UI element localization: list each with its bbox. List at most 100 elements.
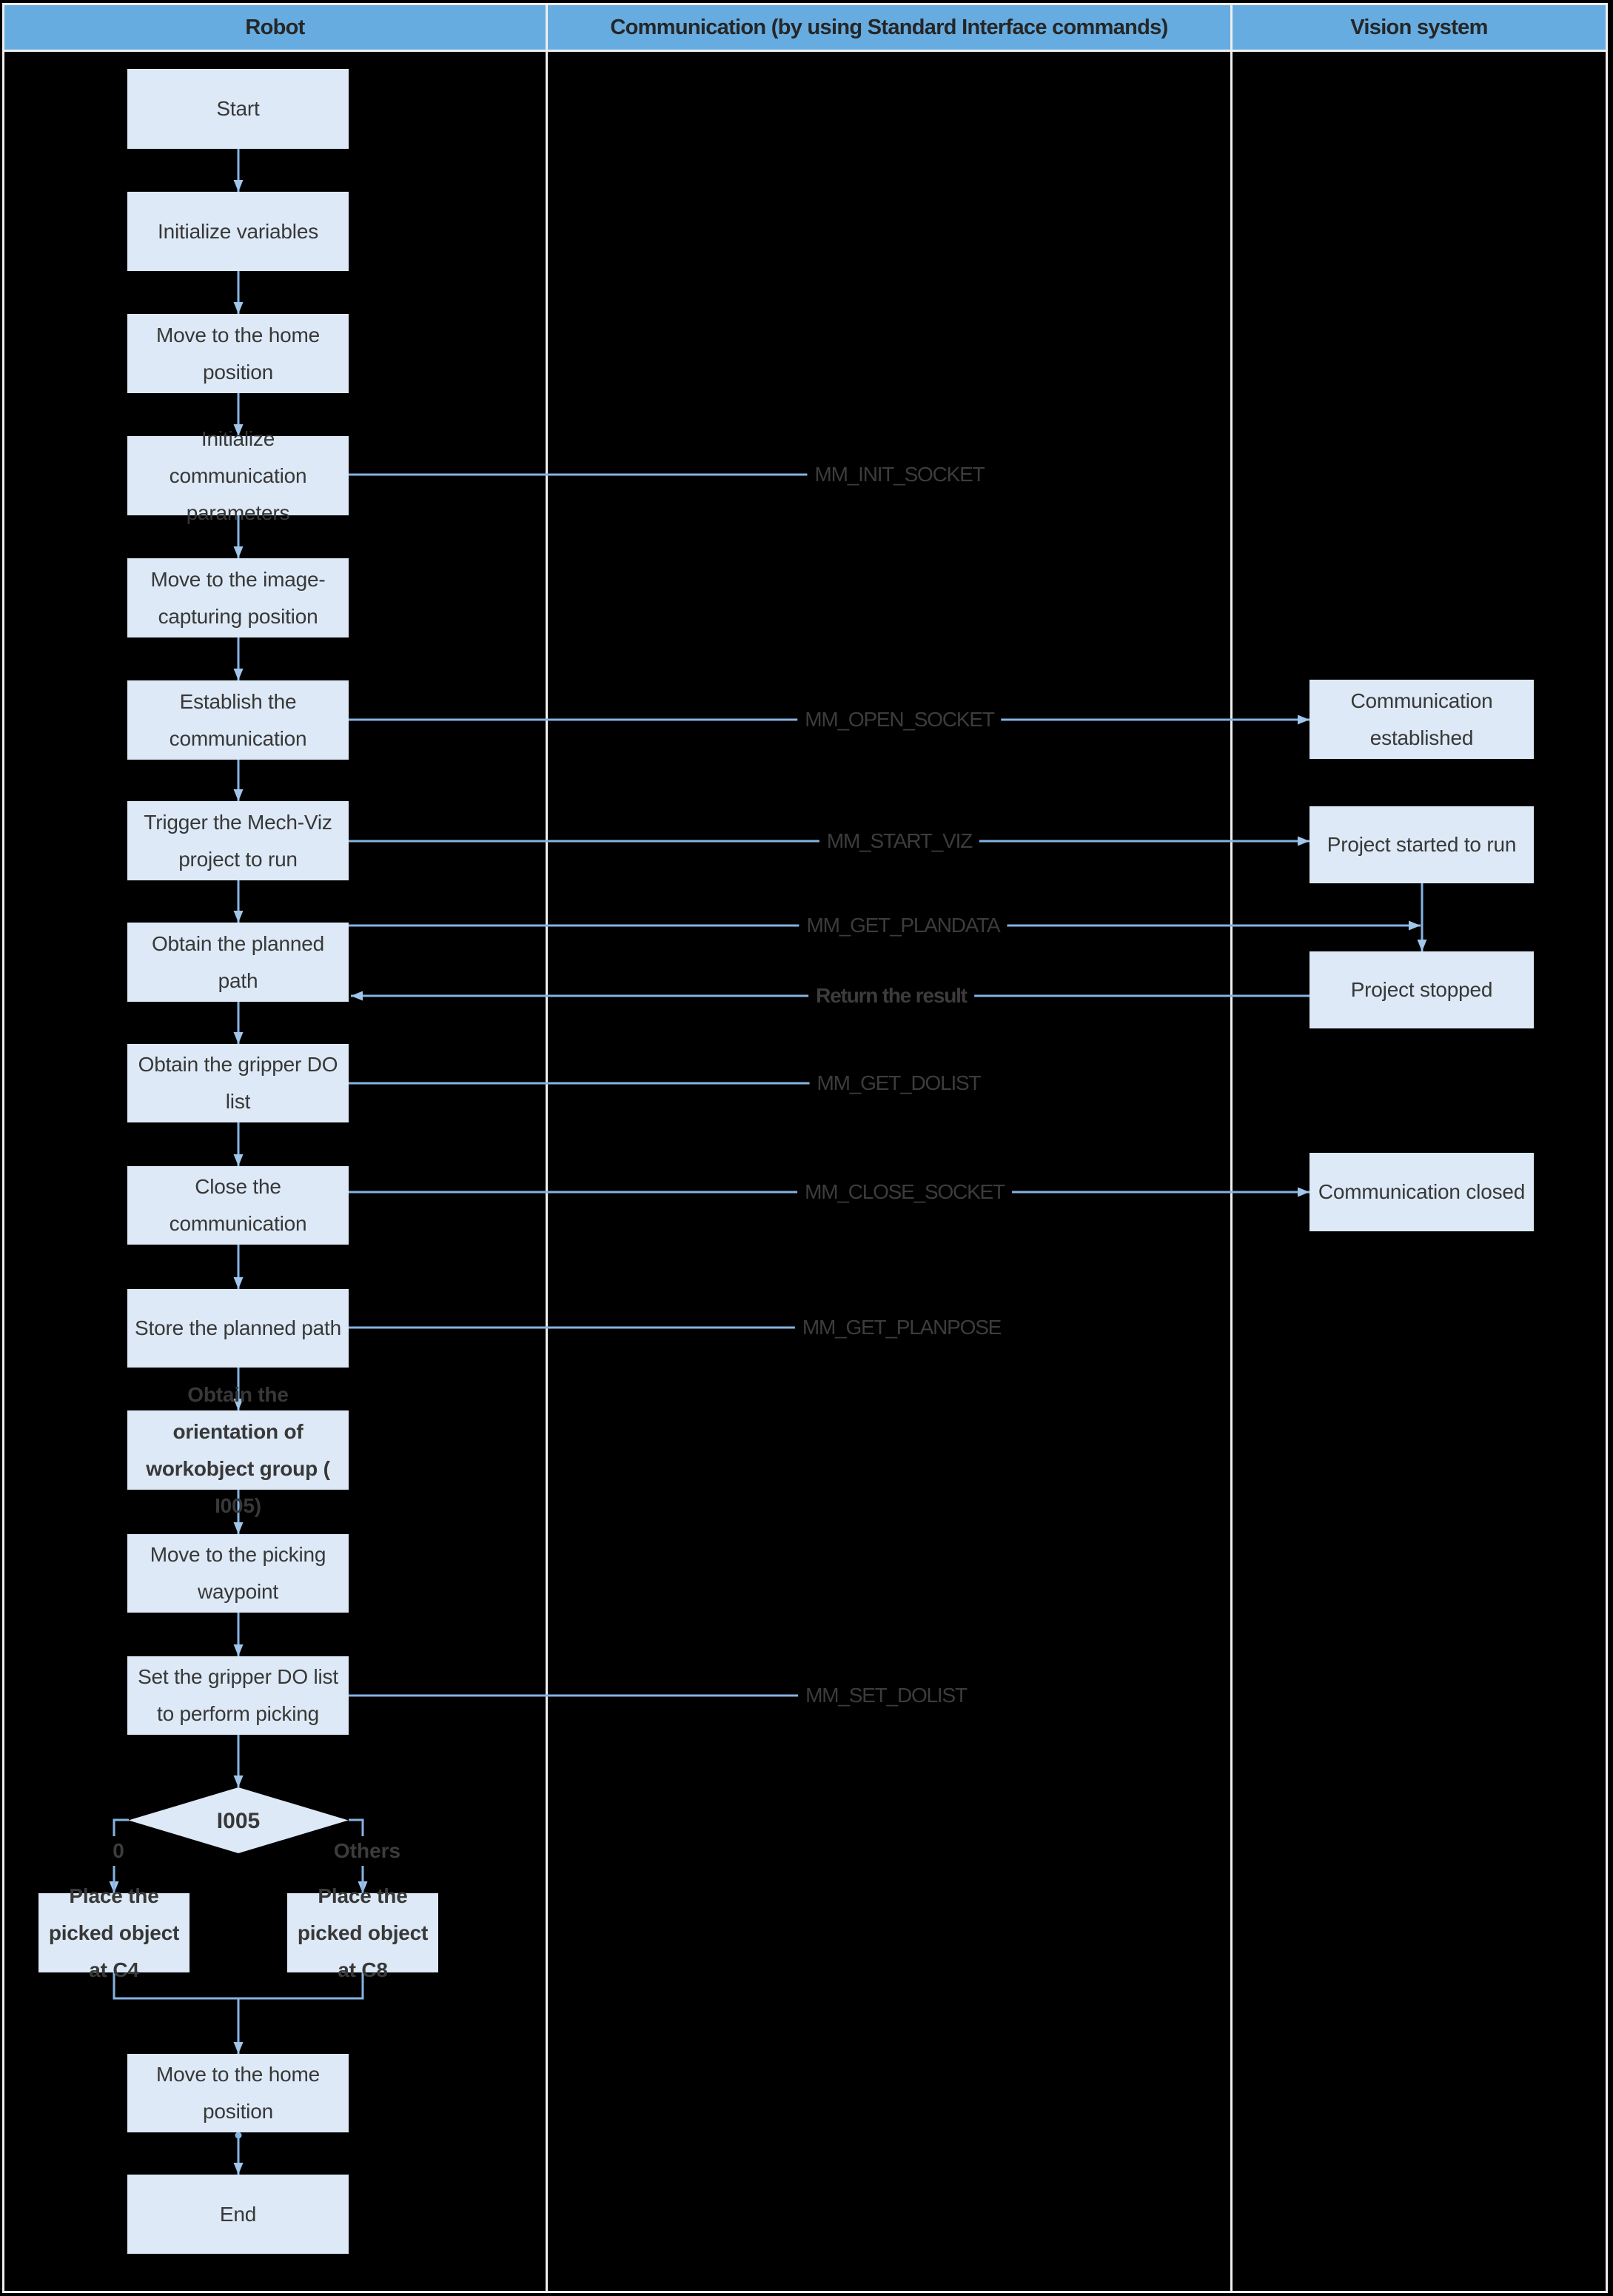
merge-flow-arrow-arrowhead-icon — [233, 2042, 244, 2054]
flow-arrow-arrowhead-icon — [233, 789, 244, 801]
connector-return-result-arrowhead-icon — [351, 991, 363, 1001]
node-store-path: Store the planned path — [127, 1289, 349, 1368]
node-move-picking: Move to the picking waypoint — [127, 1534, 349, 1613]
flow-arrow-arrowhead-icon — [233, 546, 244, 558]
node-comm-established-line: established — [1369, 726, 1474, 749]
node-place-c8-line: Place the — [318, 1884, 408, 1907]
node-obtain-orient-line: I005) — [215, 1493, 261, 1517]
node-move-home-1-line: position — [203, 360, 273, 384]
flow-arrow-arrowhead-icon — [233, 424, 244, 436]
node-close-comm-line: communication — [169, 1212, 307, 1235]
connector-mm-close-socket-arrowhead-icon — [1298, 1187, 1309, 1197]
node-comm-established-line: Communication — [1350, 689, 1493, 712]
node-trigger-viz-line: project to run — [178, 847, 298, 871]
node-set-dolist-line: to perform picking — [157, 1702, 319, 1725]
node-obtain-dolist: Obtain the gripper DO list — [127, 1044, 349, 1122]
column-header-vision: Vision system — [1350, 15, 1488, 39]
node-move-home-2: Move to the home position — [127, 2054, 349, 2132]
edge-label-mm-get-dolist: MM_GET_DOLIST — [809, 1068, 988, 1098]
node-obtain-orient-line: workobject group ( — [146, 1456, 330, 1480]
node-start-line: Start — [216, 97, 260, 120]
node-set-dolist-line: Set the gripper DO list — [138, 1665, 338, 1688]
node-place-c4: Place the picked object at C4 — [38, 1884, 190, 1981]
node-move-image-line: Move to the image- — [150, 567, 326, 591]
node-obtain-dolist-line: Obtain the gripper DO — [138, 1053, 338, 1076]
connector-mm-open-socket-arrowhead-icon — [1298, 714, 1309, 725]
node-establish-comm-line: communication — [169, 726, 307, 750]
flow-arrow-arrowhead-icon — [233, 1399, 244, 1410]
flow-arrow-arrowhead-icon — [233, 1775, 244, 1787]
node-place-c8: Place the picked object at C8 — [287, 1884, 438, 1981]
node-obtain-orient-line: Obtain the — [187, 1382, 289, 1406]
node-obtain-path: Obtain the planned path — [127, 923, 349, 1002]
node-init-variables: Initialize variables — [127, 192, 349, 271]
node-move-home-1: Move to the home position — [127, 314, 349, 393]
node-trigger-viz: Trigger the Mech-Viz project to run — [127, 801, 349, 880]
header-separator-line — [2, 50, 1606, 52]
node-close-comm-line: Close the — [195, 1175, 281, 1198]
header-band — [4, 5, 1606, 50]
node-store-path-line: Store the planned path — [135, 1316, 341, 1339]
node-move-picking-line: waypoint — [198, 1580, 278, 1603]
column-divider-robot-communication — [546, 3, 548, 2291]
column-header-communication: Communication (by using Standard Interfa… — [610, 15, 1168, 39]
node-close-comm: Close the communication — [127, 1166, 349, 1245]
branch-label-others: Others — [327, 1836, 407, 1866]
flow-arrow-arrowhead-icon — [233, 669, 244, 680]
node-init-comm-line: parameters — [186, 501, 290, 524]
node-start: Start — [127, 69, 349, 149]
node-place-c8-line: picked object — [297, 1921, 429, 1944]
node-end: End — [127, 2175, 349, 2254]
node-trigger-viz-line: Trigger the Mech-Viz — [144, 810, 332, 834]
node-project-started-line: Project started to run — [1327, 833, 1517, 856]
node-obtain-path-line: Obtain the planned — [151, 931, 325, 955]
node-move-home-2-line: position — [203, 2100, 273, 2123]
chart-frame — [2, 3, 1608, 2293]
flow-arrow-arrowhead-icon — [233, 180, 244, 192]
node-move-home-2-line: Move to the home — [156, 2063, 320, 2086]
node-decision-i005-label: I005 — [216, 1808, 261, 1833]
node-obtain-path-line: path — [218, 968, 258, 992]
node-project-started: Project started to run — [1309, 806, 1534, 883]
node-comm-established: Communication established — [1309, 680, 1534, 759]
node-obtain-dolist-line: list — [225, 1090, 251, 1113]
node-place-c4-line: Place the — [69, 1884, 159, 1907]
node-move-image-line: capturing position — [158, 604, 318, 628]
edge-label-mm-start-viz: MM_START_VIZ — [819, 826, 980, 856]
flow-arrow-arrowhead-icon — [233, 1032, 244, 1044]
node-set-dolist: Set the gripper DO list to perform pickin… — [127, 1656, 349, 1735]
node-obtain-orient-line: orientation of — [172, 1419, 304, 1443]
connector-project-started-to-stopped-arrowhead-icon — [1417, 940, 1427, 951]
column-header-robot: Robot — [245, 15, 305, 39]
node-place-c4-line: picked object — [48, 1921, 180, 1944]
node-init-comm-line: Initialize — [201, 426, 275, 450]
node-project-stopped: Project stopped — [1309, 951, 1534, 1028]
merge-connector — [113, 1972, 364, 2000]
branch-label-zero: 0 — [107, 1836, 130, 1866]
node-move-picking-line: Move to the picking — [150, 1543, 326, 1566]
edge-label-mm-open-socket: MM_OPEN_SOCKET — [797, 705, 1002, 734]
edge-start-dot-icon — [235, 2132, 242, 2139]
node-end-line: End — [219, 2202, 257, 2226]
edge-label-mm-set-dolist: MM_SET_DOLIST — [798, 1681, 974, 1710]
edge-label-mm-close-socket: MM_CLOSE_SOCKET — [797, 1177, 1012, 1207]
flow-arrow-arrowhead-icon — [233, 302, 244, 314]
edge-label-mm-get-planpose: MM_GET_PLANPOSE — [794, 1313, 1009, 1342]
edge-label-mm-init-socket: MM_INIT_SOCKET — [807, 460, 992, 489]
node-project-stopped-line: Project stopped — [1350, 978, 1493, 1001]
node-place-c8-line: at C8 — [338, 1958, 388, 1981]
node-move-home-1-line: Move to the home — [156, 323, 320, 347]
column-divider-communication-vision — [1230, 3, 1233, 2291]
flow-arrow-arrowhead-icon — [233, 2163, 244, 2175]
node-init-variables-line: Initialize variables — [158, 219, 318, 243]
edge-label-return-result: Return the result — [808, 981, 974, 1011]
edge-label-mm-get-plandata: MM_GET_PLANDATA — [799, 911, 1007, 940]
node-decision-i005 — [128, 1787, 349, 1853]
connector-mm-start-viz-arrowhead-icon — [1298, 836, 1309, 846]
flow-arrow-arrowhead-icon — [233, 1522, 244, 1534]
node-obtain-orient: Obtain the orientation of workobject group… — [127, 1383, 349, 1517]
node-place-c4-line: at C4 — [89, 1958, 139, 1981]
